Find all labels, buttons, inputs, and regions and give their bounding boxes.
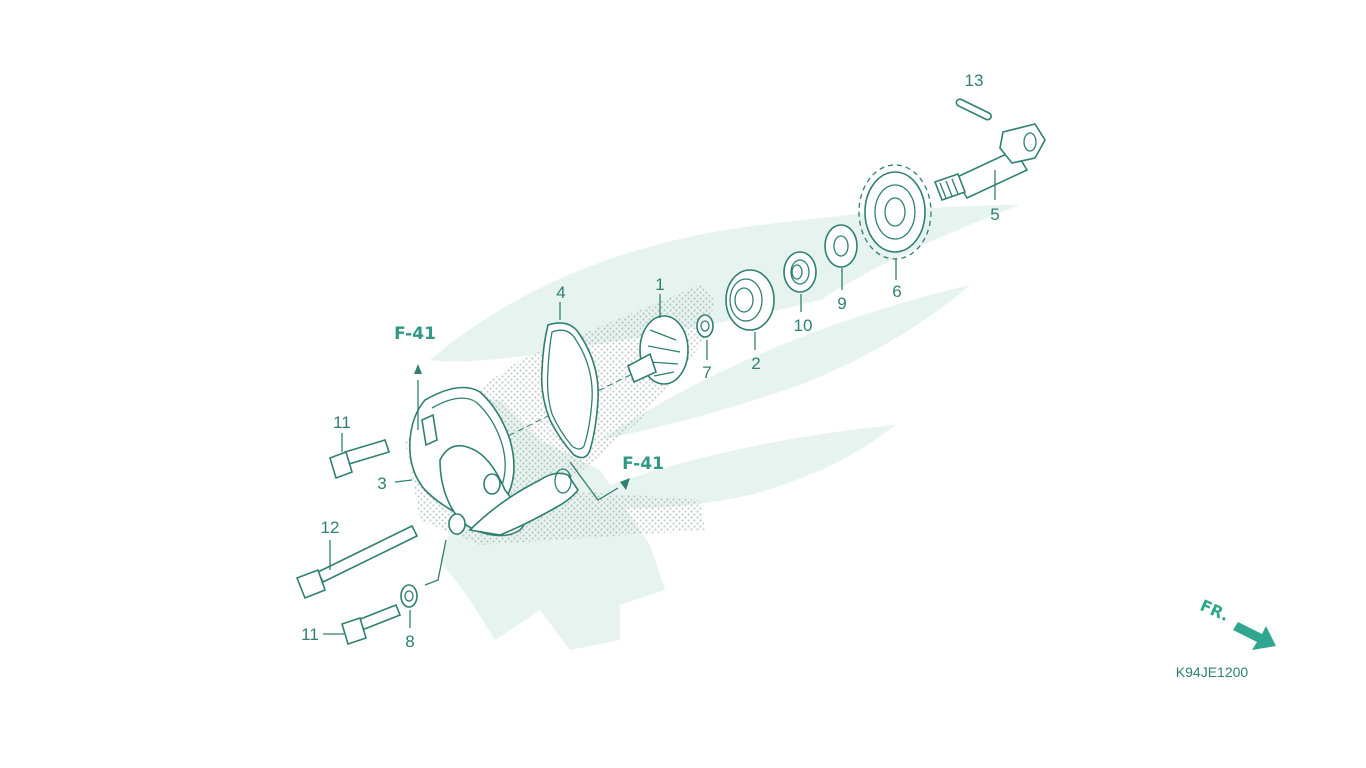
- bearing-10: [783, 251, 817, 293]
- bolt-11-upper: [329, 439, 391, 480]
- callout-4: 4: [556, 283, 565, 302]
- callout-11-lower: 11: [301, 625, 319, 644]
- callout-2: 2: [751, 354, 760, 373]
- assembly-axis: [499, 369, 641, 441]
- callout-9: 9: [837, 294, 846, 313]
- callout-3: 3: [377, 474, 386, 493]
- pump-cover-3: [408, 386, 579, 537]
- impeller-1: [627, 315, 689, 385]
- washer-8: [400, 584, 418, 608]
- bolt-12-long: [295, 524, 419, 600]
- washer-9: [824, 224, 858, 268]
- seal-2: [725, 269, 775, 331]
- callout-8: 8: [405, 632, 414, 651]
- callout-10: 10: [794, 316, 813, 335]
- reference-label-top[interactable]: F-41: [394, 324, 436, 344]
- callout-5: 5: [990, 205, 999, 224]
- leader-lines: [323, 170, 996, 635]
- gear-6: [858, 164, 932, 260]
- callout-7: 7: [702, 363, 711, 382]
- gasket-4: [540, 322, 599, 459]
- diagram-code: K94JE1200: [1176, 664, 1249, 680]
- callout-6: 6: [892, 282, 901, 301]
- reference-label-mid[interactable]: F-41: [622, 454, 664, 474]
- pin-13: [955, 98, 993, 121]
- front-arrow-icon: [1233, 622, 1276, 650]
- callout-12: 12: [321, 518, 340, 537]
- shaft-5: [933, 123, 1046, 202]
- callout-13: 13: [965, 71, 984, 90]
- reference-arrows: [414, 364, 630, 490]
- front-label: FR.: [1197, 596, 1232, 625]
- callout-11-upper: 11: [333, 413, 351, 432]
- callout-1: 1: [655, 275, 664, 294]
- washer-7: [696, 314, 714, 338]
- bolt-11-lower: [341, 603, 402, 646]
